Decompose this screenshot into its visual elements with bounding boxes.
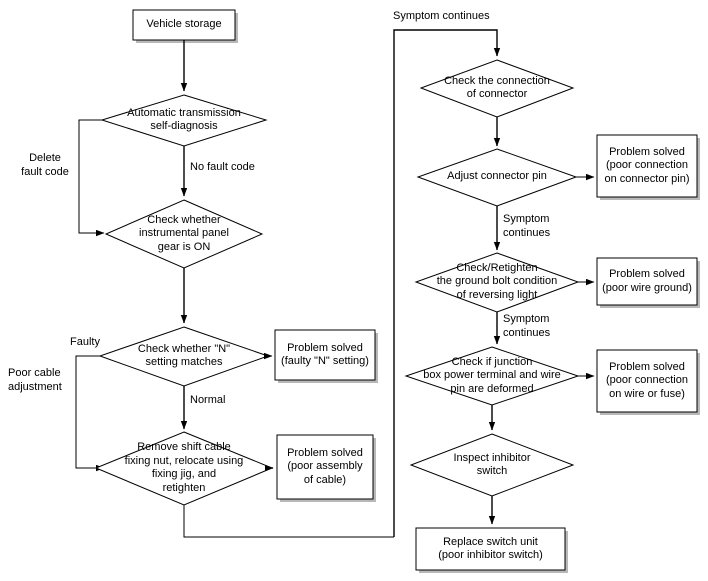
node-check-junction-box [404,346,580,406]
edge-label-normal: Normal [190,394,226,406]
node-result-replace-switch-unit [415,527,566,571]
node-result-connector-pin [596,134,698,198]
node-result-wire-ground [596,257,698,306]
edge-label-delete-fault-code: Delete fault code [21,152,69,178]
edge-faulty-poor-cable-adjustment [75,355,105,472]
node-result-faulty-n-setting [274,329,376,381]
node-instrumental-panel-gear [104,199,264,269]
edge-delete-fault-code [78,119,105,237]
edge-label-symptom-continues-top: Symptom continues [393,10,490,22]
node-remove-shift-cable [94,431,274,506]
node-check-ground-bolt [414,252,580,313]
edge-left-bottom-to-right-column [183,505,394,538]
edge-label-symptom-continues-2: Symptom continues [503,313,551,339]
edge-label-symptom-continues-1: Symptom continues [503,213,551,239]
node-result-wire-or-fuse [596,349,698,413]
node-adjust-connector-pin [416,148,578,207]
node-result-poor-assembly [276,434,374,500]
node-check-connection-of-connector [419,59,575,118]
edge-label-poor-cable-adjustment: Poor cable adjustment [8,367,62,393]
edge-symptom-continues-top [393,29,501,537]
node-vehicle-storage [132,9,236,41]
node-automatic-transmission-self-diagnosis [100,94,268,147]
edge-label-faulty: Faulty [70,336,100,348]
node-check-n-setting [98,326,270,387]
node-inspect-inhibitor-switch [409,433,575,497]
edge-label-no-fault-code: No fault code [190,161,255,173]
